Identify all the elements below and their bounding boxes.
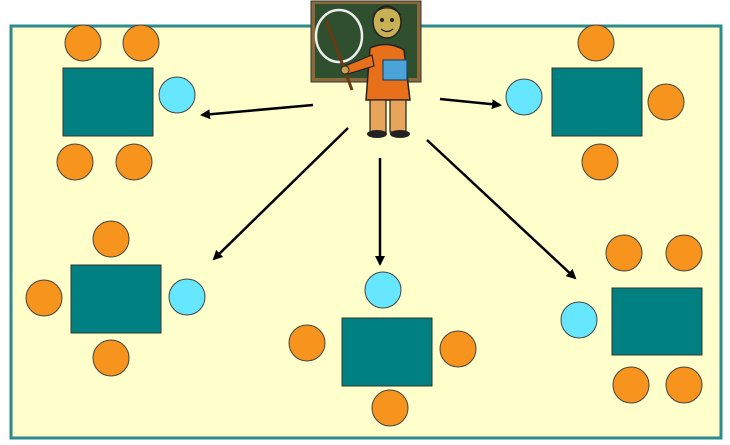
student-seat-icon bbox=[122, 24, 160, 62]
student-seat-icon bbox=[64, 24, 102, 62]
student-seat-icon bbox=[665, 234, 703, 272]
student-seat-icon bbox=[612, 366, 650, 404]
pointer-stick bbox=[324, 19, 354, 91]
student-seat-icon bbox=[92, 339, 130, 377]
student-seat-icon bbox=[581, 143, 619, 181]
table-icon bbox=[70, 264, 162, 334]
teacher-seat-icon bbox=[560, 301, 598, 339]
group-bottom-right bbox=[560, 234, 703, 404]
arrow-to-top-right-group bbox=[439, 97, 502, 110]
student-seat-icon bbox=[647, 83, 685, 121]
student-seat-icon bbox=[92, 220, 130, 258]
table-icon bbox=[341, 317, 433, 387]
arrow-to-middle-left-group bbox=[212, 127, 349, 261]
student-seat-icon bbox=[439, 330, 477, 368]
table-icon bbox=[62, 67, 154, 137]
group-bottom-center bbox=[288, 271, 477, 427]
student-seat-icon bbox=[371, 389, 409, 427]
student-seat-icon bbox=[288, 324, 326, 362]
arrows-group bbox=[200, 97, 577, 280]
teacher-at-chalkboard-icon bbox=[310, 0, 422, 138]
group-top-right bbox=[505, 24, 685, 181]
group-top-left bbox=[56, 24, 196, 181]
teacher-seat-icon bbox=[158, 76, 196, 114]
group-middle-left bbox=[25, 220, 206, 377]
arrow-to-top-left-group bbox=[200, 103, 314, 120]
teacher-seat-icon bbox=[505, 78, 543, 116]
student-seat-icon bbox=[25, 279, 63, 317]
chalk-drawing bbox=[314, 8, 364, 64]
student-seat-icon bbox=[665, 366, 703, 404]
student-seat-icon bbox=[56, 143, 94, 181]
teacher-seat-icon bbox=[364, 271, 402, 309]
book-icon bbox=[382, 59, 408, 81]
table-icon bbox=[611, 287, 703, 356]
student-seat-icon bbox=[577, 24, 615, 62]
student-seat-icon bbox=[605, 234, 643, 272]
teacher-seat-icon bbox=[168, 278, 206, 316]
table-icon bbox=[551, 67, 643, 137]
student-seat-icon bbox=[115, 143, 153, 181]
arrow-to-bottom-right-group bbox=[426, 139, 577, 280]
